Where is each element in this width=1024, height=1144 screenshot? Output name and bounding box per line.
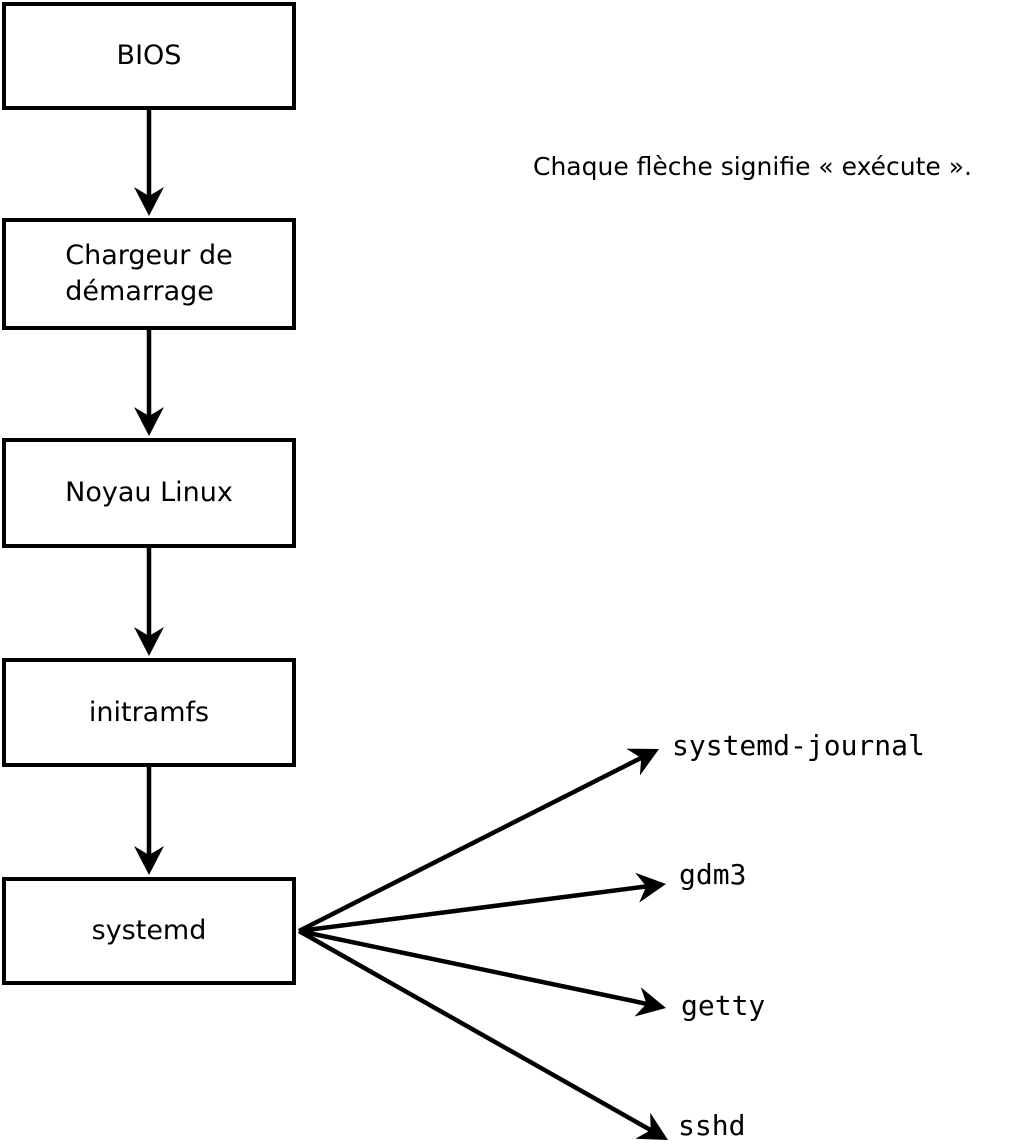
arrow-systemd-to-sshd xyxy=(297,929,668,1140)
node-kernel-label: Noyau Linux xyxy=(65,477,233,508)
leaf-label-systemd-journal: systemd-journal xyxy=(672,729,925,762)
arrow-systemd-to-journal xyxy=(297,748,659,934)
node-initramfs: initramfs xyxy=(2,658,296,767)
node-systemd-label: systemd xyxy=(91,915,207,946)
node-systemd: systemd xyxy=(2,877,296,985)
node-kernel: Noyau Linux xyxy=(2,438,296,548)
leaf-label-gdm3: gdm3 xyxy=(679,858,747,891)
legend-annotation: Chaque flèche signifie « exécute ». xyxy=(533,152,972,181)
leaf-label-getty: getty xyxy=(681,989,766,1022)
arrow-bios-to-bootloader xyxy=(134,110,164,216)
leaf-label-sshd: sshd xyxy=(678,1109,746,1142)
node-initramfs-label: initramfs xyxy=(88,696,210,728)
node-bootloader-label: Chargeur de démarrage xyxy=(65,240,233,307)
arrow-initramfs-to-systemd xyxy=(134,767,164,875)
arrow-bootloader-to-kernel xyxy=(134,330,164,436)
node-bios-label: BIOS xyxy=(116,40,182,71)
arrow-kernel-to-initramfs xyxy=(134,548,164,656)
arrow-systemd-to-gdm3 xyxy=(298,872,666,934)
arrow-systemd-to-getty xyxy=(298,928,666,1017)
node-bios: BIOS xyxy=(2,2,296,110)
node-bootloader: Chargeur de démarrage xyxy=(2,218,296,330)
